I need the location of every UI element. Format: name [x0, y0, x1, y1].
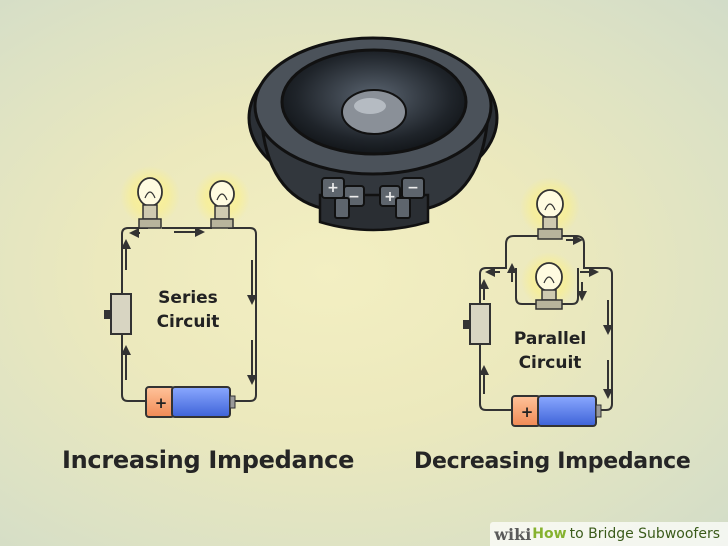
parallel-bulb-1 — [520, 177, 580, 240]
parallel-switch — [463, 303, 491, 345]
caption-increasing-impedance: Increasing Impedance — [62, 446, 355, 474]
series-switch — [104, 293, 132, 335]
series-battery — [145, 386, 236, 418]
terminal-plus-2: + — [384, 189, 396, 205]
subwoofer-speaker: + − + − — [247, 36, 499, 232]
series-bulb-1 — [120, 166, 180, 229]
series-battery-plus: + — [155, 394, 168, 412]
watermark-title: to Bridge Subwoofers — [569, 526, 720, 542]
terminal-minus-2: − — [407, 180, 419, 196]
caption-decreasing-impedance: Decreasing Impedance — [414, 449, 691, 474]
watermark-wiki: wiki — [494, 524, 532, 544]
wikihow-watermark: wiki How to Bridge Subwoofers — [490, 522, 728, 546]
parallel-battery-plus: + — [521, 403, 534, 421]
terminal-plus-1: + — [327, 180, 339, 196]
parallel-circuit — [479, 235, 613, 411]
speaker-terminals — [321, 177, 425, 219]
terminal-minus-1: − — [348, 189, 360, 205]
watermark-how: How — [532, 526, 567, 542]
parallel-bulb-2 — [521, 252, 577, 310]
parallel-battery — [511, 395, 602, 427]
series-bulb-2 — [194, 170, 250, 229]
